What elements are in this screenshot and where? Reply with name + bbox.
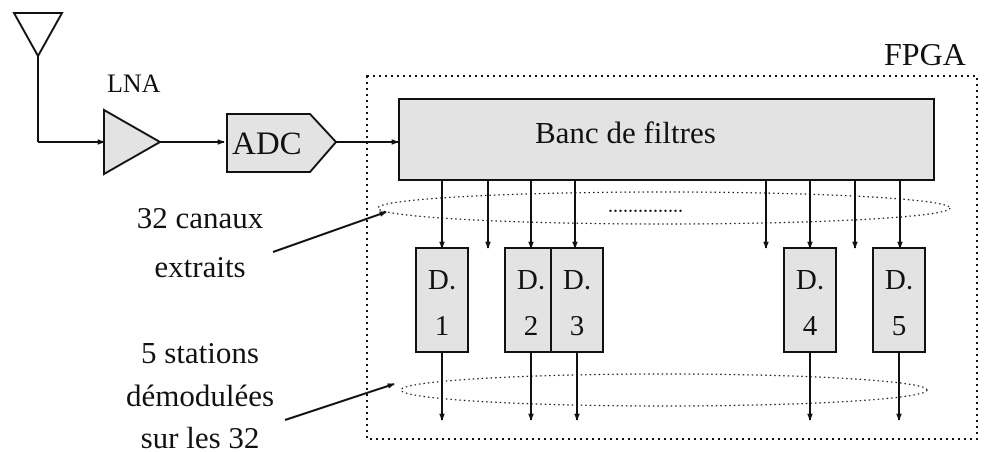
extracted-channels-ellipse <box>377 191 951 225</box>
demodulator-prefix: D. <box>885 264 913 296</box>
stations-caption-line3: sur les 32 <box>141 420 260 452</box>
filter-bank-label: Banc de filtres <box>535 115 716 150</box>
demodulator-prefix: D. <box>517 264 545 296</box>
demodulator-3: D. 3 <box>550 247 604 353</box>
antenna-icon <box>12 12 64 59</box>
adc-label: ADC <box>232 126 302 162</box>
demodulator-prefix: D. <box>428 264 456 296</box>
demodulator-5: D. 5 <box>872 247 926 353</box>
demodulator-number: 2 <box>524 310 539 342</box>
demodulated-stations-ellipse <box>400 373 928 407</box>
demodulator-number: 1 <box>435 310 450 342</box>
demodulator-prefix: D. <box>796 264 824 296</box>
fpga-label: FPGA <box>884 36 966 72</box>
demodulator-number: 3 <box>570 310 585 342</box>
stations-caption-line2: démodulées <box>126 378 274 413</box>
channels-ellipsis: ............... <box>608 195 683 217</box>
stations-pointer-arrow <box>284 383 395 421</box>
demodulator-number: 5 <box>892 310 907 342</box>
filter-bank-block <box>398 98 935 181</box>
fpga-boundary <box>366 75 978 440</box>
channels-caption-line2: extraits <box>154 249 245 284</box>
demodulator-2: D. 2 <box>504 247 558 353</box>
demodulator-number: 4 <box>803 310 818 342</box>
demodulator-prefix: D. <box>563 264 591 296</box>
channels-caption-line1: 32 canaux <box>137 200 264 235</box>
lna-amplifier-icon <box>103 108 163 176</box>
demodulator-1: D. 1 <box>415 247 469 353</box>
lna-label: LNA <box>107 69 161 98</box>
channels-pointer-arrow <box>272 211 387 253</box>
demodulator-4: D. 4 <box>783 247 837 353</box>
adc-block <box>226 113 338 173</box>
stations-caption-line1: 5 stations <box>141 335 259 370</box>
